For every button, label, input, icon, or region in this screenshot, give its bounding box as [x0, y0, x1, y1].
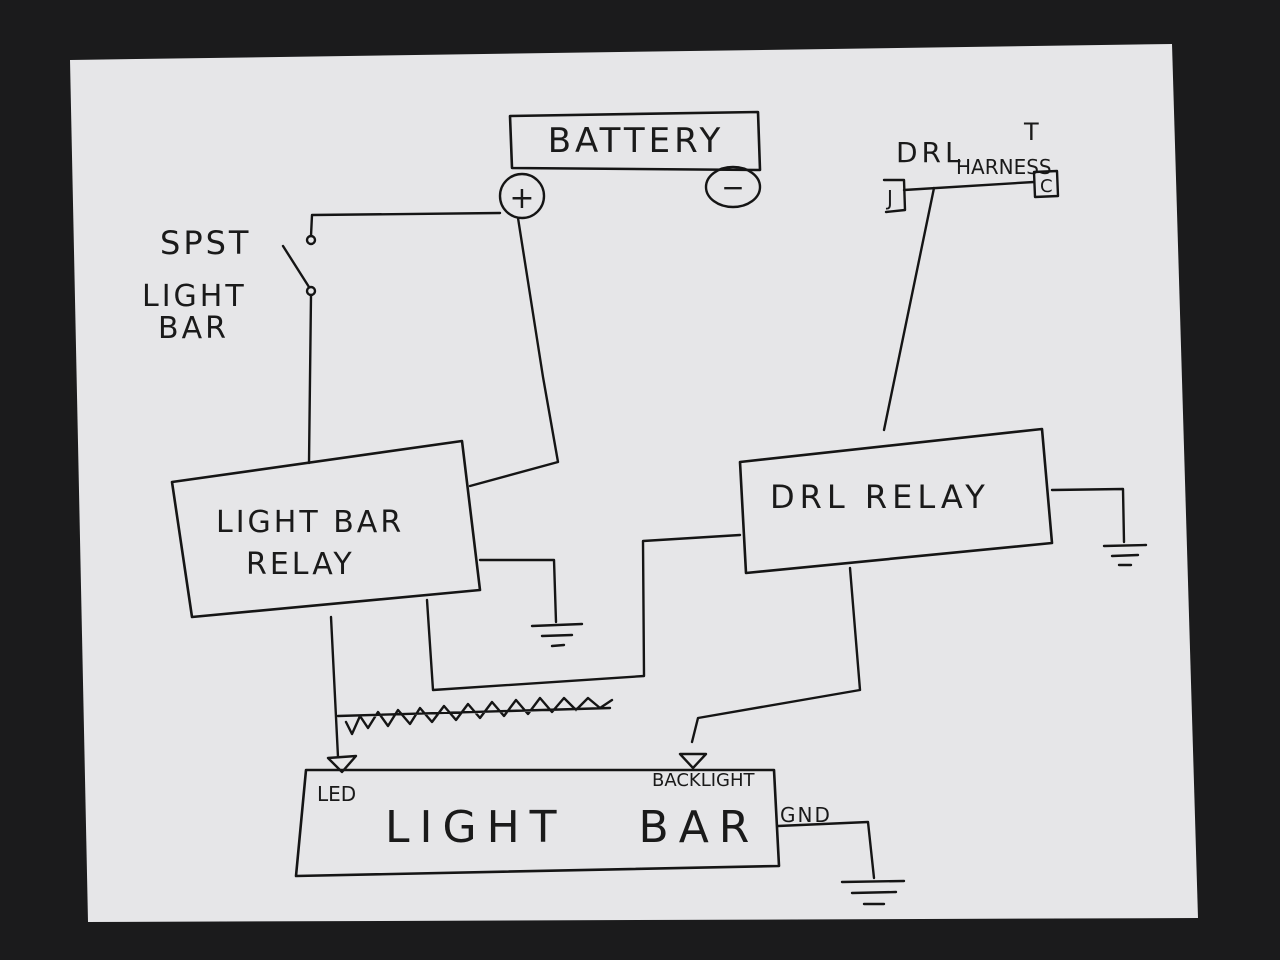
switch-label-line1: SPST — [160, 224, 251, 262]
switch-lever — [281, 244, 311, 289]
battery-positive-label: + — [509, 181, 534, 216]
harness-label-line2: HARNESS — [956, 155, 1052, 179]
light-bar-relay: LIGHT BAR RELAY — [170, 439, 482, 619]
drl-ground-symbol — [1102, 543, 1148, 567]
battery: BATTERY + − — [498, 110, 762, 220]
switch-label-line3: BAR — [158, 311, 229, 346]
battery-negative-terminal — [704, 165, 762, 209]
wire-harness-to-drl-relay — [882, 186, 936, 432]
battery-label: BATTERY — [548, 121, 725, 161]
led-label: LED — [317, 782, 356, 806]
harness-label-line1: DRL — [896, 136, 965, 169]
wire-switch-to-battery — [309, 211, 502, 238]
paper-sheet — [70, 44, 1198, 922]
squiggle-mark — [336, 696, 614, 736]
wire-drl-to-backlight — [690, 566, 862, 744]
switch-label-line2: LIGHT — [142, 279, 247, 314]
battery-positive-terminal — [498, 172, 546, 220]
harness-right-connector — [1032, 169, 1060, 199]
light-bar: LIGHT BAR LED BACKLIGHT — [294, 752, 781, 878]
backlight-label: BACKLIGHT — [652, 770, 756, 791]
wire-light-bar-to-ground — [776, 820, 876, 880]
battery-negative-label: − — [721, 171, 744, 204]
drl-relay: DRL RELAY — [738, 427, 1054, 575]
harness-top-mark: T — [1023, 118, 1039, 146]
light-bar-relay-label-line2: RELAY — [246, 547, 355, 582]
drl-relay-label: DRL RELAY — [770, 478, 990, 516]
light-bar-label: LIGHT BAR — [385, 802, 759, 853]
light-bar-relay-label-line1: LIGHT BAR — [216, 505, 404, 540]
wire-battery-to-relay — [468, 216, 560, 488]
harness-left-connector-label: J — [885, 186, 893, 210]
wire-relay-to-ground — [478, 558, 558, 624]
led-input-arrow — [326, 754, 358, 774]
drl-harness: DRL T HARNESS J C — [882, 118, 1060, 214]
harness-wire — [902, 180, 1036, 192]
light-bar-ground-symbol — [840, 879, 906, 906]
wire-drl-relay-to-ground — [1050, 487, 1126, 544]
backlight-input-arrow — [678, 752, 708, 770]
relay-ground-symbol — [530, 622, 584, 648]
wire-relay-to-led — [329, 615, 340, 759]
harness-left-connector — [882, 178, 907, 214]
wire-switch-to-relay — [307, 293, 313, 465]
wire-relay-to-drl-relay — [425, 533, 742, 692]
harness-right-connector-label: C — [1040, 176, 1053, 197]
